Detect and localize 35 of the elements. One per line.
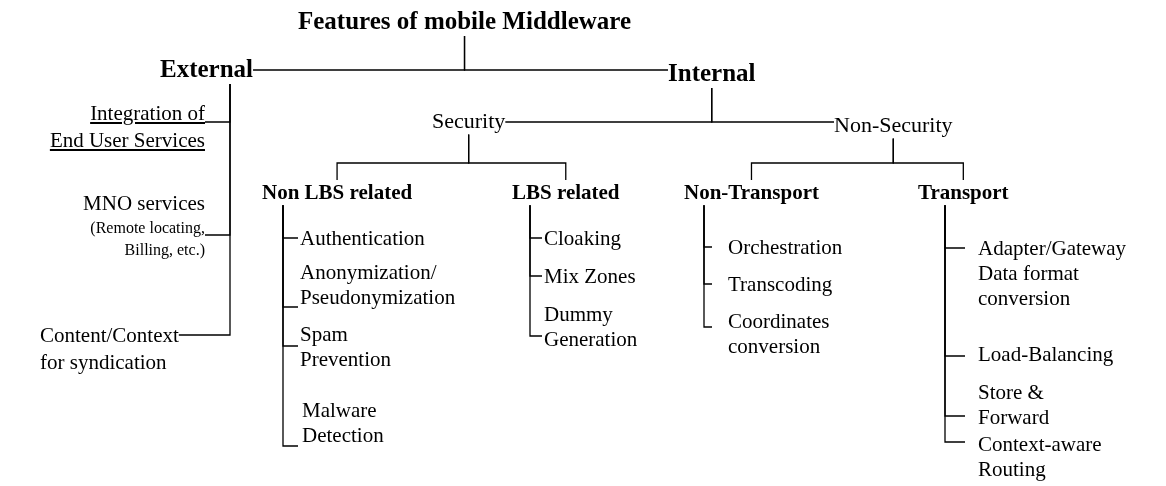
feature-label: Integration of End User Services — [49, 100, 205, 154]
feature-label: Content/Context for syndication — [40, 322, 179, 376]
connector-line — [703, 204, 713, 328]
feature-label: Cloaking — [542, 226, 621, 251]
subcategory-heading: Non LBS related — [262, 180, 413, 206]
subcategory-heading: Transport — [918, 180, 1009, 206]
root-heading: Features of mobile Middleware — [298, 6, 632, 36]
feature-label: MNO services — [83, 190, 205, 217]
subcategory-heading: LBS related — [512, 180, 620, 206]
category-label: Security — [432, 108, 506, 135]
feature-label: Mix Zones — [542, 264, 636, 289]
feature-label: Anonymization/ Pseudonymization — [298, 260, 456, 310]
connector-line — [892, 137, 964, 181]
feature-label: Adapter/Gateway Data format conversion — [965, 236, 1127, 311]
feature-label: Load-Balancing — [965, 342, 1114, 367]
feature-label: Transcoding — [712, 272, 833, 297]
feature-label: Dummy Generation — [542, 302, 638, 352]
category-label: Non-Security — [834, 112, 953, 139]
connector-line — [711, 87, 835, 123]
connector-line — [178, 83, 231, 336]
branch-heading: External — [160, 54, 254, 84]
feature-label: Context-aware Routing — [965, 432, 1102, 482]
connector-line — [529, 204, 543, 337]
branch-heading: Internal — [668, 58, 756, 88]
feature-note: (Remote locating, Billing, etc.) — [89, 218, 205, 261]
feature-label: Malware Detection — [298, 398, 384, 448]
connector-line — [282, 204, 299, 447]
connector-line — [463, 35, 669, 71]
feature-label: Coordinates conversion — [712, 309, 830, 359]
feature-label: Spam Prevention — [298, 322, 391, 372]
subcategory-heading: Non-Transport — [684, 180, 819, 206]
feature-label: Store & Forward — [965, 380, 1050, 430]
feature-label: Orchestration — [712, 235, 843, 260]
connector-line — [468, 133, 567, 181]
feature-label: Authentication — [298, 226, 425, 251]
